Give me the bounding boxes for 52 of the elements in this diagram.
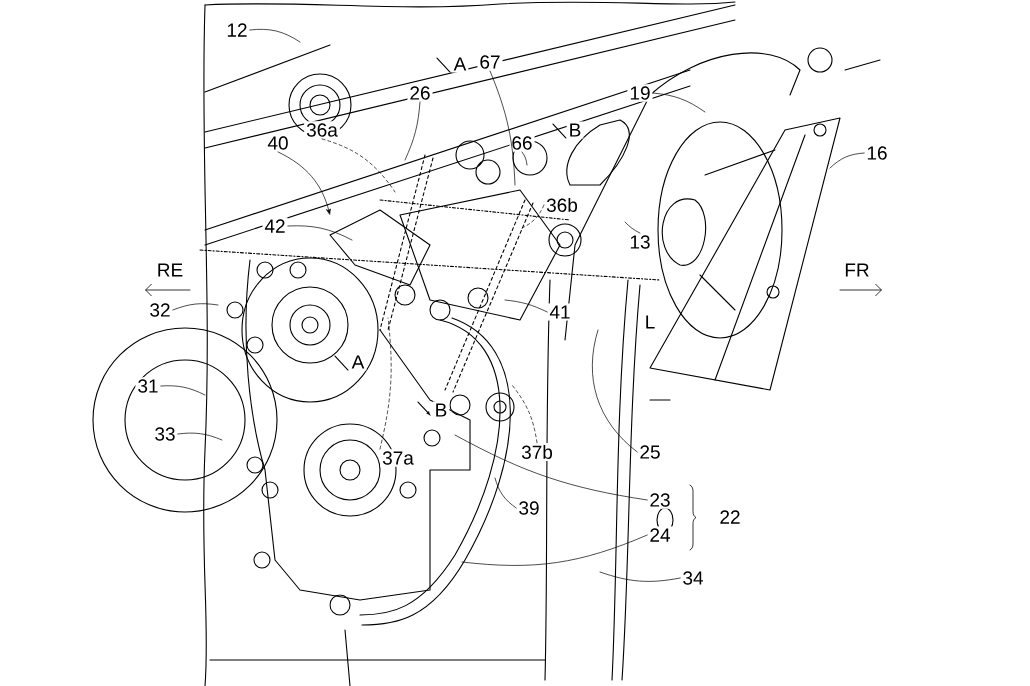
callout-number: 66 xyxy=(509,134,535,152)
callout-number: 25 xyxy=(637,443,663,461)
callout-number: 36a xyxy=(304,121,340,139)
callout-number: 12 xyxy=(224,21,250,39)
leader-line xyxy=(599,571,681,582)
leader-line xyxy=(249,28,301,43)
leader-line xyxy=(489,70,516,186)
callout-number: 67 xyxy=(477,53,503,71)
leader-line xyxy=(160,385,206,396)
leader-line xyxy=(829,152,865,169)
callout-number: 40 xyxy=(265,134,291,152)
section-label: B xyxy=(566,121,584,139)
leader-line xyxy=(379,317,392,450)
callout-number: 31 xyxy=(135,377,161,395)
leader-line xyxy=(461,534,648,566)
callout-number: 42 xyxy=(262,217,288,235)
leader-line xyxy=(404,101,421,161)
callout-number: 26 xyxy=(407,84,433,102)
leader-line xyxy=(172,303,219,311)
direction-label: RE xyxy=(154,261,186,279)
callout-number: 37a xyxy=(380,449,416,467)
leader-line xyxy=(321,138,396,193)
leader-line xyxy=(521,204,545,229)
callout-number: 41 xyxy=(547,303,573,321)
callout-number: 36b xyxy=(544,196,580,214)
callout-number: 33 xyxy=(152,425,178,443)
callout-number: 34 xyxy=(680,569,706,587)
callout-number: 22 xyxy=(717,508,743,526)
callout-number: 16 xyxy=(864,144,890,162)
callout-number: 13 xyxy=(627,233,653,251)
callout-number: 37b xyxy=(519,443,555,461)
leader-line xyxy=(591,329,638,453)
callout-number: 32 xyxy=(147,301,173,319)
callout-number: 24 xyxy=(647,526,673,544)
section-label: A xyxy=(349,353,367,371)
arrow xyxy=(277,151,331,215)
section-label: B xyxy=(432,401,450,419)
leader-line xyxy=(511,384,538,444)
leader-line xyxy=(504,299,548,313)
callout-number: 23 xyxy=(647,491,673,509)
leader-line xyxy=(177,432,223,441)
leader-line xyxy=(652,92,706,113)
leader-line xyxy=(494,477,517,509)
leader-line xyxy=(521,151,528,166)
callout-number: 39 xyxy=(516,499,542,517)
leader-line xyxy=(454,434,648,501)
leader-line xyxy=(624,221,641,234)
callout-number: 19 xyxy=(627,84,653,102)
leader-line xyxy=(287,225,353,241)
section-label: A xyxy=(451,55,469,73)
view-label: L xyxy=(642,313,658,331)
direction-label: FR xyxy=(842,261,872,279)
